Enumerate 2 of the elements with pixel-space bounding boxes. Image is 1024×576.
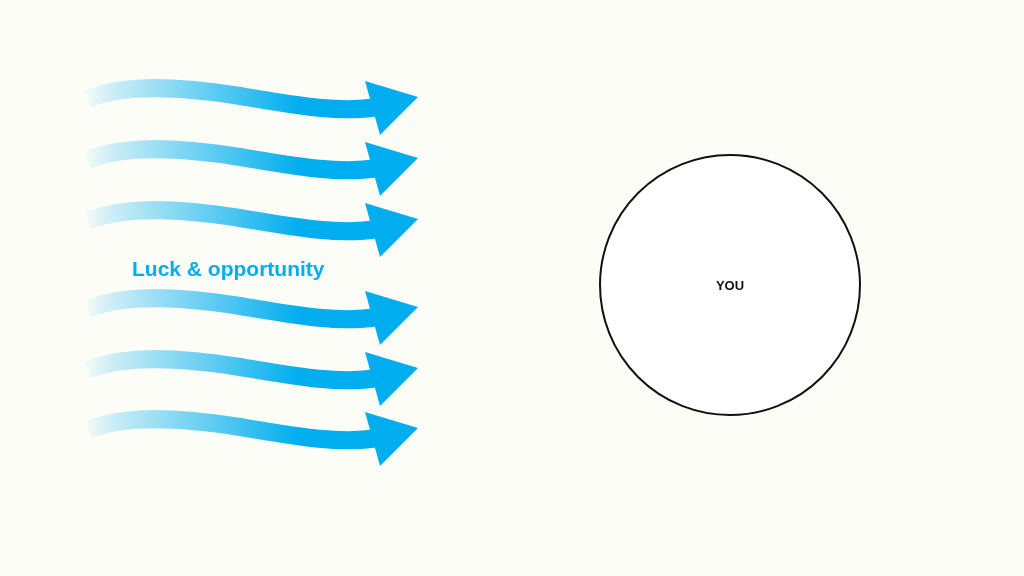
text-label: Luck & opportunity bbox=[132, 258, 325, 279]
node-label: YOU bbox=[715, 277, 745, 293]
